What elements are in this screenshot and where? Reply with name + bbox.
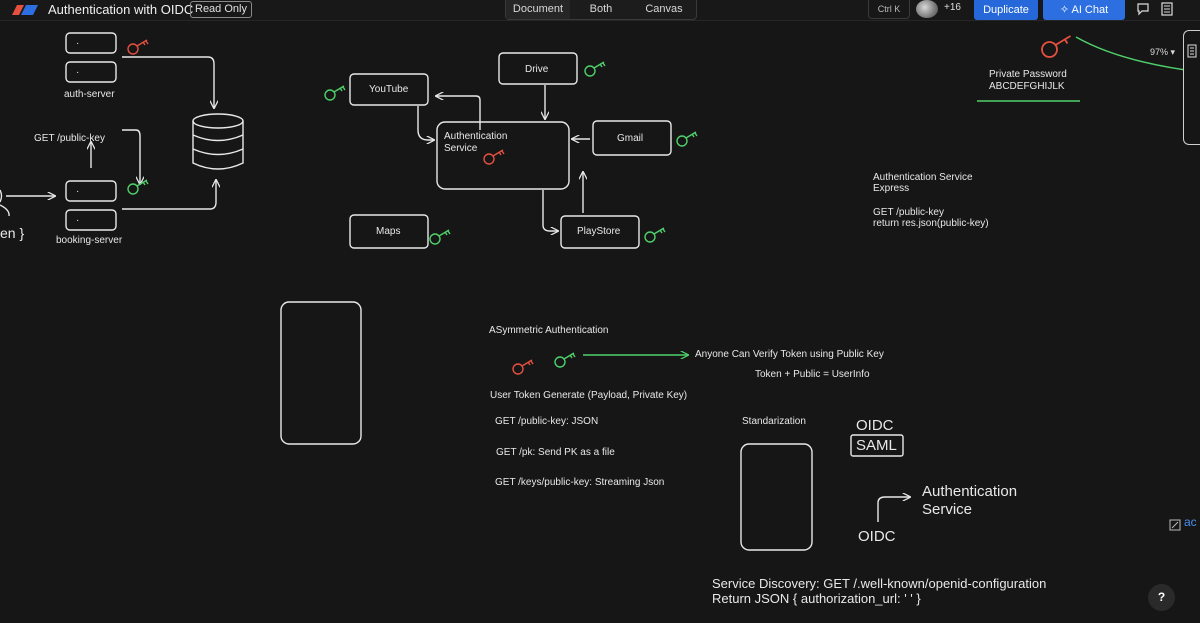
oidc-to-auth-arrow [877, 497, 910, 522]
collaborator-count[interactable]: +16 [944, 2, 961, 13]
oidc-bottom-text: OIDC [858, 528, 896, 545]
key-green-icon[interactable] [429, 229, 451, 245]
saml-box[interactable] [850, 434, 904, 457]
auth-server-box-1[interactable] [65, 32, 117, 54]
key-green-icon[interactable] [127, 179, 149, 195]
maps-label: Maps [376, 226, 400, 237]
top-bar: Authentication with OIDC Read Only Docum… [0, 0, 1200, 21]
ai-chat-label: AI Chat [1071, 4, 1109, 16]
gmail-box[interactable] [592, 120, 672, 156]
app-logo-icon[interactable] [12, 5, 38, 15]
tab-canvas[interactable]: Canvas [645, 3, 683, 15]
standardization-text: Standarization [742, 416, 806, 427]
drive-label: Drive [525, 64, 549, 75]
zoom-value: 97% [1150, 47, 1169, 57]
duplicate-button[interactable]: Duplicate [974, 0, 1038, 20]
auth-to-db-arrow [122, 56, 214, 108]
booking-server-box-1[interactable] [65, 180, 117, 202]
youtube-label: YouTube [369, 84, 409, 95]
auth-server-box-2[interactable] [65, 61, 117, 83]
auth-server-label: auth-server [64, 89, 115, 100]
external-link-icon[interactable] [1169, 519, 1181, 531]
playstore-label: PlayStore [577, 226, 621, 237]
auth-service-big-1: Authentication [922, 483, 1017, 500]
anyone-verify-text: Anyone Can Verify Token using Public Key [695, 349, 884, 360]
get-stream-text: GET /keys/public-key: Streaming Json [495, 477, 664, 488]
database-icon[interactable] [192, 113, 244, 170]
booking-server-box-2[interactable] [65, 209, 117, 231]
key-red-icon[interactable] [1041, 35, 1071, 58]
phone-outline[interactable] [280, 301, 362, 445]
client-bracket-fragment [0, 204, 10, 217]
key-green-icon[interactable] [554, 352, 576, 368]
drive-box[interactable] [498, 52, 578, 85]
note-express: Express [873, 183, 909, 194]
zoom-level[interactable]: 97% ▾ [1150, 47, 1175, 58]
tab-document[interactable]: Document [506, 0, 570, 19]
chevron-down-icon: ▾ [1170, 47, 1176, 57]
oidc-top-text: OIDC [856, 417, 894, 434]
command-palette-button[interactable]: Ctrl K [868, 0, 910, 19]
panel-toggle-icon[interactable] [1187, 44, 1197, 58]
help-button[interactable]: ? [1148, 584, 1175, 611]
key-green-icon[interactable] [324, 85, 346, 101]
note-return: return res.json(public-key) [873, 218, 989, 229]
sparkle-icon: ✧ [1059, 4, 1072, 16]
view-mode-tabs: Document Both Canvas [505, 0, 697, 20]
saml-text: SAML [856, 437, 897, 454]
client-circle-fragment [0, 189, 3, 203]
password-curve [1075, 36, 1200, 73]
booking-server-label: booking-server [56, 235, 123, 246]
authentication-service-box[interactable] [436, 121, 570, 190]
side-panel-tab[interactable] [1183, 30, 1200, 145]
document-title: Authentication with OIDC [48, 2, 194, 17]
asymmetric-title: ASymmetric Authentication [489, 325, 609, 336]
key-green-icon[interactable] [676, 131, 698, 147]
key-red-icon[interactable] [127, 39, 149, 55]
booking-box-dot: · [76, 186, 79, 197]
get-pk-text: GET /pk: Send PK as a file [496, 447, 615, 458]
auth-to-playstore-arrow [542, 190, 558, 231]
edge-link-fragment[interactable]: ac [1184, 515, 1197, 529]
read-only-badge: Read Only [190, 1, 252, 18]
get-json-text: GET /public-key: JSON [495, 416, 598, 427]
key-green-icon[interactable] [644, 227, 666, 243]
get-public-key-label: GET /public-key [34, 133, 105, 144]
private-password-value: ABCDEFGHIJLK [989, 81, 1065, 92]
gmail-label: Gmail [617, 133, 643, 144]
note-title: Authentication Service [873, 172, 973, 183]
key-red-icon[interactable] [512, 359, 534, 375]
user-token-generate-text: User Token Generate (Payload, Private Ke… [490, 390, 687, 401]
token-public-text: Token + Public = UserInfo [755, 369, 870, 380]
ai-chat-button[interactable]: ✧ AI Chat [1043, 0, 1125, 20]
booking-box-dot: · [76, 215, 79, 226]
phone-outline-2[interactable] [740, 443, 813, 551]
tab-both[interactable]: Both [589, 3, 613, 15]
youtube-box[interactable] [349, 73, 429, 106]
discovery-line-1: Service Discovery: GET /.well-known/open… [712, 576, 1046, 591]
outline-icon[interactable] [1160, 2, 1174, 16]
db-to-booking-arrow [122, 129, 140, 184]
auth-box-dot: · [76, 38, 79, 49]
avatar[interactable] [916, 0, 938, 18]
comment-icon[interactable] [1136, 2, 1150, 16]
auth-service-big-2: Service [922, 501, 972, 518]
token-fragment-text: en } [0, 225, 24, 241]
private-password-title: Private Password [989, 69, 1067, 80]
key-red-icon[interactable] [483, 149, 505, 165]
youtube-to-auth-arrow [417, 106, 434, 140]
discovery-line-2: Return JSON { authorization_url: ' ' } [712, 591, 921, 606]
auth-box-dot: · [76, 67, 79, 78]
auth-to-youtube-arrow [436, 96, 481, 130]
auth-service-label-2: Service [444, 143, 478, 154]
maps-box[interactable] [349, 214, 429, 249]
auth-service-label-1: Authentication [444, 131, 507, 142]
key-green-icon[interactable] [584, 61, 606, 77]
playstore-box[interactable] [560, 215, 640, 249]
booking-to-db-arrow [122, 180, 216, 210]
note-get: GET /public-key [873, 207, 944, 218]
